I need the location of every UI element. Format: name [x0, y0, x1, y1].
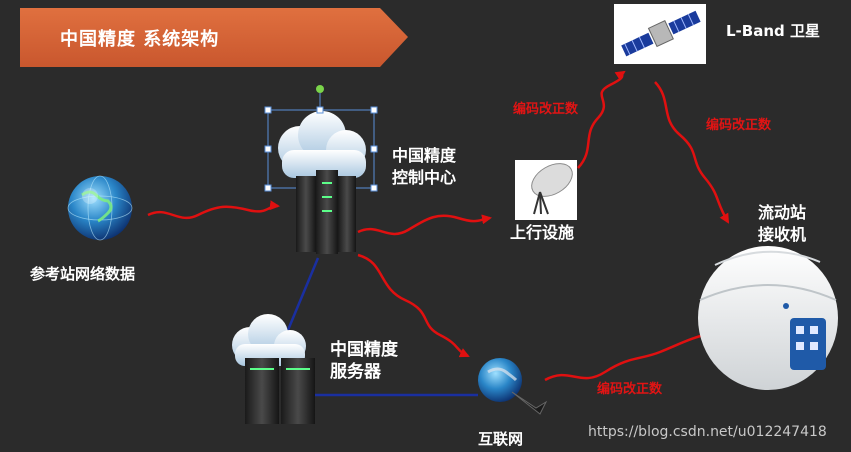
watermark: https://blog.csdn.net/u012247418 [588, 424, 827, 440]
arrow-internet-to-rover [544, 329, 717, 382]
arrow-reference-to-center [147, 200, 280, 220]
rover-label-line2: 接收机 [758, 225, 807, 244]
server-rack-icon [296, 170, 356, 254]
edge-label-internet-rover: 编码改正数 [597, 382, 663, 397]
banner-title: 中国精度 系统架构 [60, 29, 220, 50]
uplink-label: 上行设施 [510, 223, 575, 242]
control-center-cloud-icon [278, 111, 366, 178]
control-center-label-line2: 控制中心 [392, 168, 457, 187]
server-label-line2: 服务器 [330, 362, 381, 382]
control-center-label-line1: 中国精度 [392, 146, 457, 165]
satellite-label: L-Band 卫星 [726, 22, 820, 40]
edge-label-satellite-rover: 编码改正数 [706, 118, 772, 133]
link-center-server [286, 257, 320, 331]
arrow-satellite-to-rover [654, 81, 730, 224]
internet-label: 互联网 [478, 430, 524, 448]
reference-network-label: 参考站网络数据 [30, 265, 136, 283]
server-label-line1: 中国精度 [330, 340, 398, 360]
edge-label-uplink-satellite: 编码改正数 [513, 102, 579, 117]
rover-receiver-icon [698, 246, 838, 390]
arrow-center-to-uplink [357, 214, 492, 236]
satellite-icon [614, 4, 706, 64]
arrow-center-to-internet [357, 253, 470, 358]
arrow-uplink-to-satellite [577, 70, 626, 169]
title-banner [20, 8, 408, 67]
globe-icon [67, 175, 133, 241]
uplink-dish-icon [515, 160, 577, 220]
server-tower-icon [245, 358, 315, 424]
internet-globe-icon [478, 358, 548, 415]
rover-label-line1: 流动站 [758, 203, 807, 222]
